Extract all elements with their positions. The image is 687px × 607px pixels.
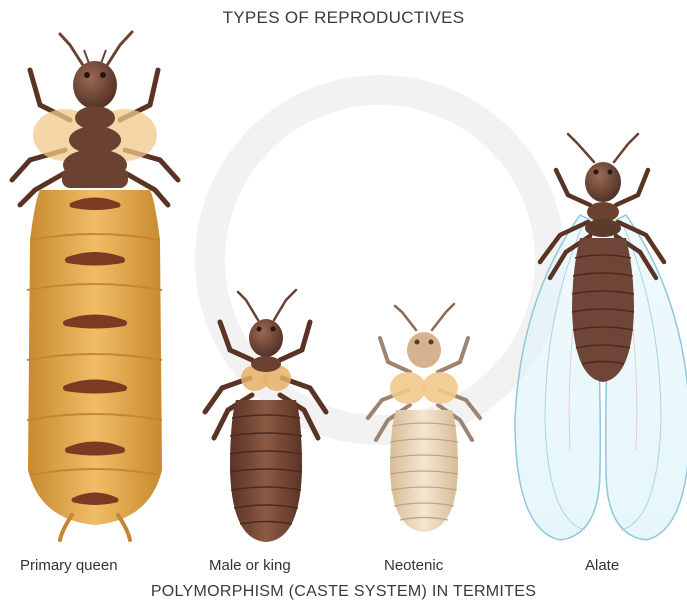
label-male-or-king: Male or king (209, 557, 291, 574)
king-figure (205, 290, 326, 542)
label-primary-queen: Primary queen (20, 557, 118, 574)
label-alate: Alate (585, 557, 619, 574)
diagram-caption: POLYMORPHISM (CASTE SYSTEM) IN TERMITES (0, 583, 687, 601)
label-neotenic: Neotenic (384, 557, 443, 574)
primary-queen-figure (12, 32, 178, 540)
